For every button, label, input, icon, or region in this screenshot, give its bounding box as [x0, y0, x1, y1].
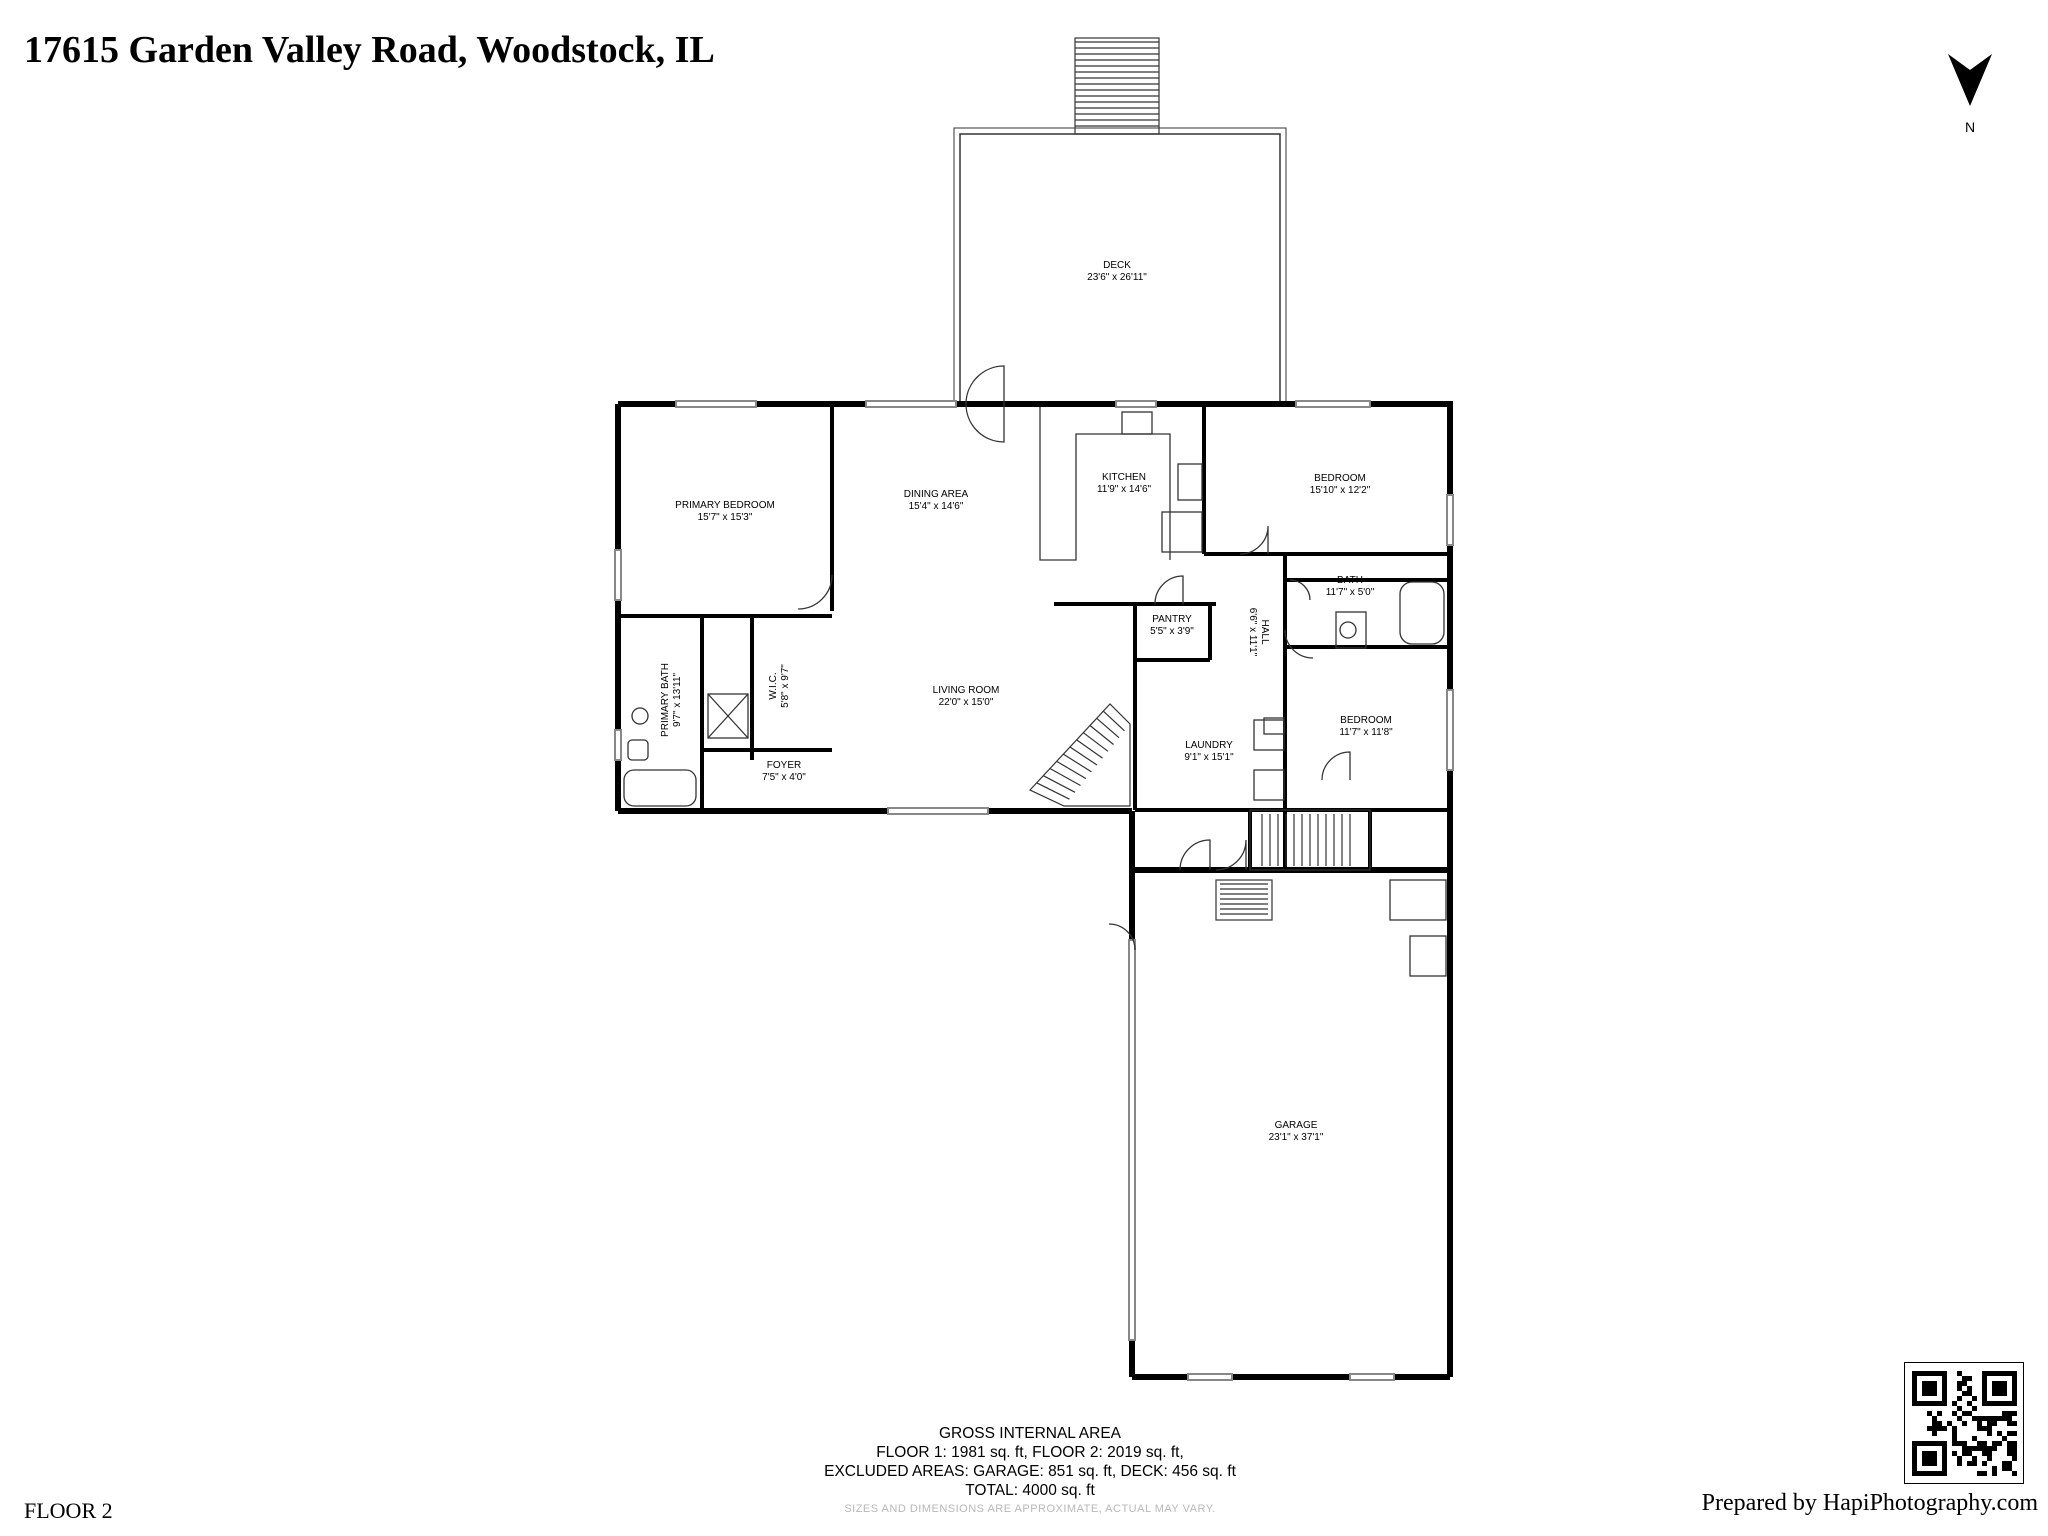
- page-title: 17615 Garden Valley Road, Woodstock, IL: [24, 29, 715, 71]
- garage-stairs: [1215, 809, 1371, 921]
- room-dims: 11'9" x 14'6": [1097, 484, 1152, 495]
- room-name: GARAGE: [1275, 1120, 1318, 1131]
- room-name: PRIMARY BATH: [660, 663, 671, 737]
- room-dims: 23'1" x 37'1": [1269, 1132, 1324, 1143]
- room-dims: 5'8" x 9'7": [780, 664, 791, 708]
- gia-disclaimer: SIZES AND DIMENSIONS ARE APPROXIMATE, AC…: [844, 1503, 1216, 1515]
- room-dims: 5'5" x 3'9": [1150, 626, 1194, 637]
- room-name: PRIMARY BEDROOM: [675, 500, 775, 511]
- deck-outline: [953, 127, 1287, 401]
- room-dims: 6'6" x 11'1": [1247, 608, 1258, 657]
- gia-line2: EXCLUDED AREAS: GARAGE: 851 sq. ft, DECK…: [824, 1463, 1236, 1480]
- exterior-walls: [615, 401, 1453, 1380]
- room-name: LAUNDRY: [1185, 740, 1233, 751]
- room-name: FOYER: [767, 760, 801, 771]
- room-dims: 9'1" x 15'1": [1184, 752, 1234, 763]
- room-name: W.I.C.: [768, 672, 779, 699]
- room-dims: 15'4" x 14'6": [909, 501, 964, 512]
- room-dims: 15'7" x 15'3": [698, 512, 753, 523]
- room-dims: 23'6" x 26'11": [1087, 272, 1147, 283]
- room-name: KITCHEN: [1102, 472, 1146, 483]
- room-name: BEDROOM: [1340, 715, 1392, 726]
- room-dims: 11'7" x 5'0": [1326, 587, 1375, 598]
- floor-label: FLOOR 2: [24, 1498, 113, 1523]
- gia-heading: GROSS INTERNAL AREA: [938, 1425, 1122, 1442]
- qr-code-icon: [1904, 1362, 2024, 1484]
- prepared-by: Prepared by HapiPhotography.com: [1701, 1490, 2038, 1516]
- north-arrow-icon: N: [1948, 54, 1992, 135]
- room-name: PANTRY: [1152, 614, 1192, 625]
- kitchen-fixtures: [1039, 407, 1203, 561]
- room-dims: 9'7" x 13'11": [672, 673, 683, 728]
- windows: [614, 400, 1454, 1381]
- gia-line3: TOTAL: 4000 sq. ft: [965, 1482, 1095, 1499]
- bath-fixtures: [623, 581, 1447, 977]
- north-label: N: [1965, 119, 1975, 135]
- room-name: DINING AREA: [904, 489, 969, 500]
- room-dims: 22'0" x 15'0": [939, 697, 994, 708]
- room-name: BEDROOM: [1314, 473, 1366, 484]
- room-name: BATH: [1337, 575, 1363, 586]
- door-swings: [797, 365, 1351, 951]
- room-name: HALL: [1259, 619, 1270, 644]
- room-name: LIVING ROOM: [933, 685, 1000, 696]
- room-dims: 11'7" x 11'8": [1339, 727, 1393, 738]
- deck-stairs: [1074, 37, 1160, 135]
- room-label-wic: W.I.C.5'8" x 9'7": [768, 664, 791, 708]
- living-room-stairs: [1029, 703, 1131, 807]
- room-dims: 7'5" x 4'0": [762, 772, 806, 783]
- room-name: DECK: [1103, 260, 1131, 271]
- gross-internal-area: GROSS INTERNAL AREA FLOOR 1: 1981 sq. ft…: [720, 1424, 1340, 1519]
- gia-line1: FLOOR 1: 1981 sq. ft, FLOOR 2: 2019 sq. …: [876, 1444, 1184, 1461]
- room-dims: 15'10" x 12'2": [1310, 485, 1371, 496]
